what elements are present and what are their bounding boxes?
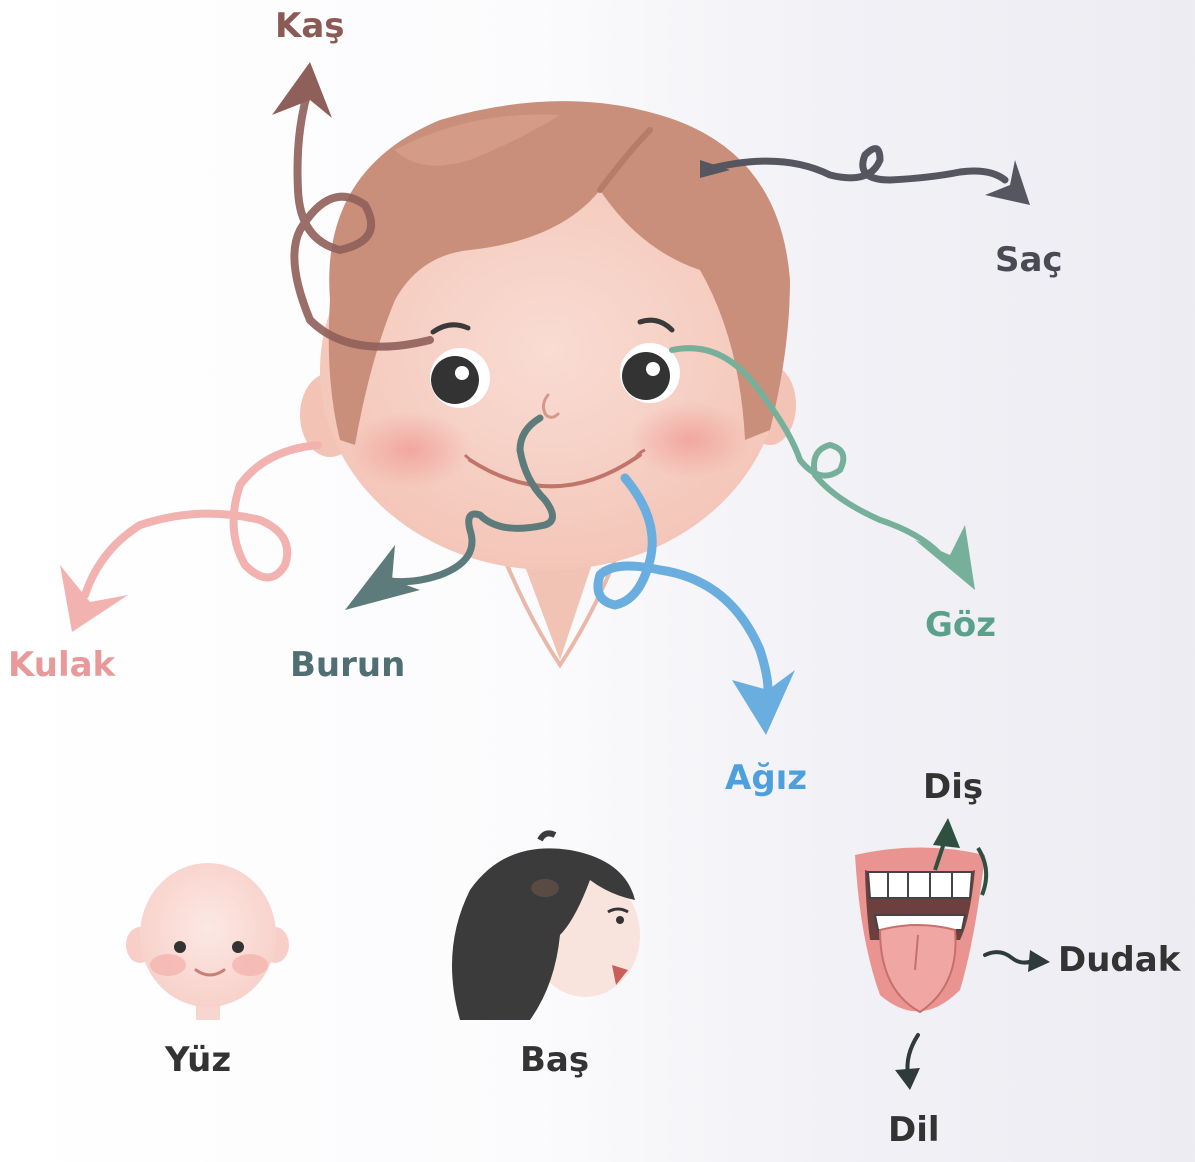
- left-cheek: [350, 412, 470, 488]
- right-cheek: [630, 402, 750, 478]
- left-eye: [431, 356, 479, 404]
- baby-face: [126, 863, 289, 1020]
- label-kas: Kaş: [275, 6, 345, 46]
- label-dudak: Dudak: [1058, 940, 1180, 980]
- label-bas: Baş: [520, 1040, 589, 1080]
- label-goz: Göz: [925, 605, 996, 645]
- label-yuz: Yüz: [165, 1040, 231, 1080]
- girl-head: [452, 833, 640, 1020]
- label-dil: Dil: [888, 1110, 940, 1150]
- mouth-illustration: [855, 818, 1050, 1090]
- label-agiz: Ağız: [725, 758, 807, 798]
- label-kulak: Kulak: [8, 645, 115, 685]
- right-eye: [622, 352, 670, 400]
- kulak-arrow: [60, 445, 318, 632]
- label-burun: Burun: [290, 645, 405, 685]
- label-sac: Saç: [995, 240, 1063, 280]
- label-dis: Diş: [923, 767, 983, 807]
